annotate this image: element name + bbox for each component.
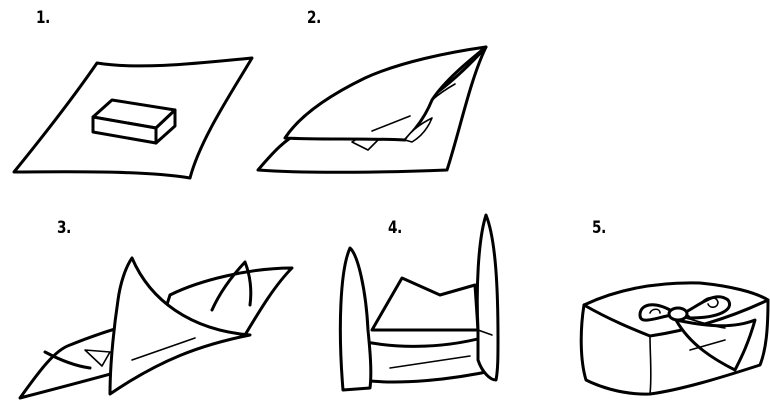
step-4-right-ear (477, 215, 498, 380)
step-1-illustration (14, 58, 252, 178)
step-2-illustration (258, 47, 486, 172)
step-4-box-top (372, 278, 478, 330)
step-3-illustration (20, 258, 292, 398)
step-5-knot-center (669, 308, 687, 320)
step-5-side-edge (650, 336, 651, 394)
step-4-illustration (340, 215, 498, 390)
step-4-left-ear (340, 248, 370, 390)
step-5-illustration (581, 283, 768, 394)
step-4-box-front (356, 335, 496, 382)
